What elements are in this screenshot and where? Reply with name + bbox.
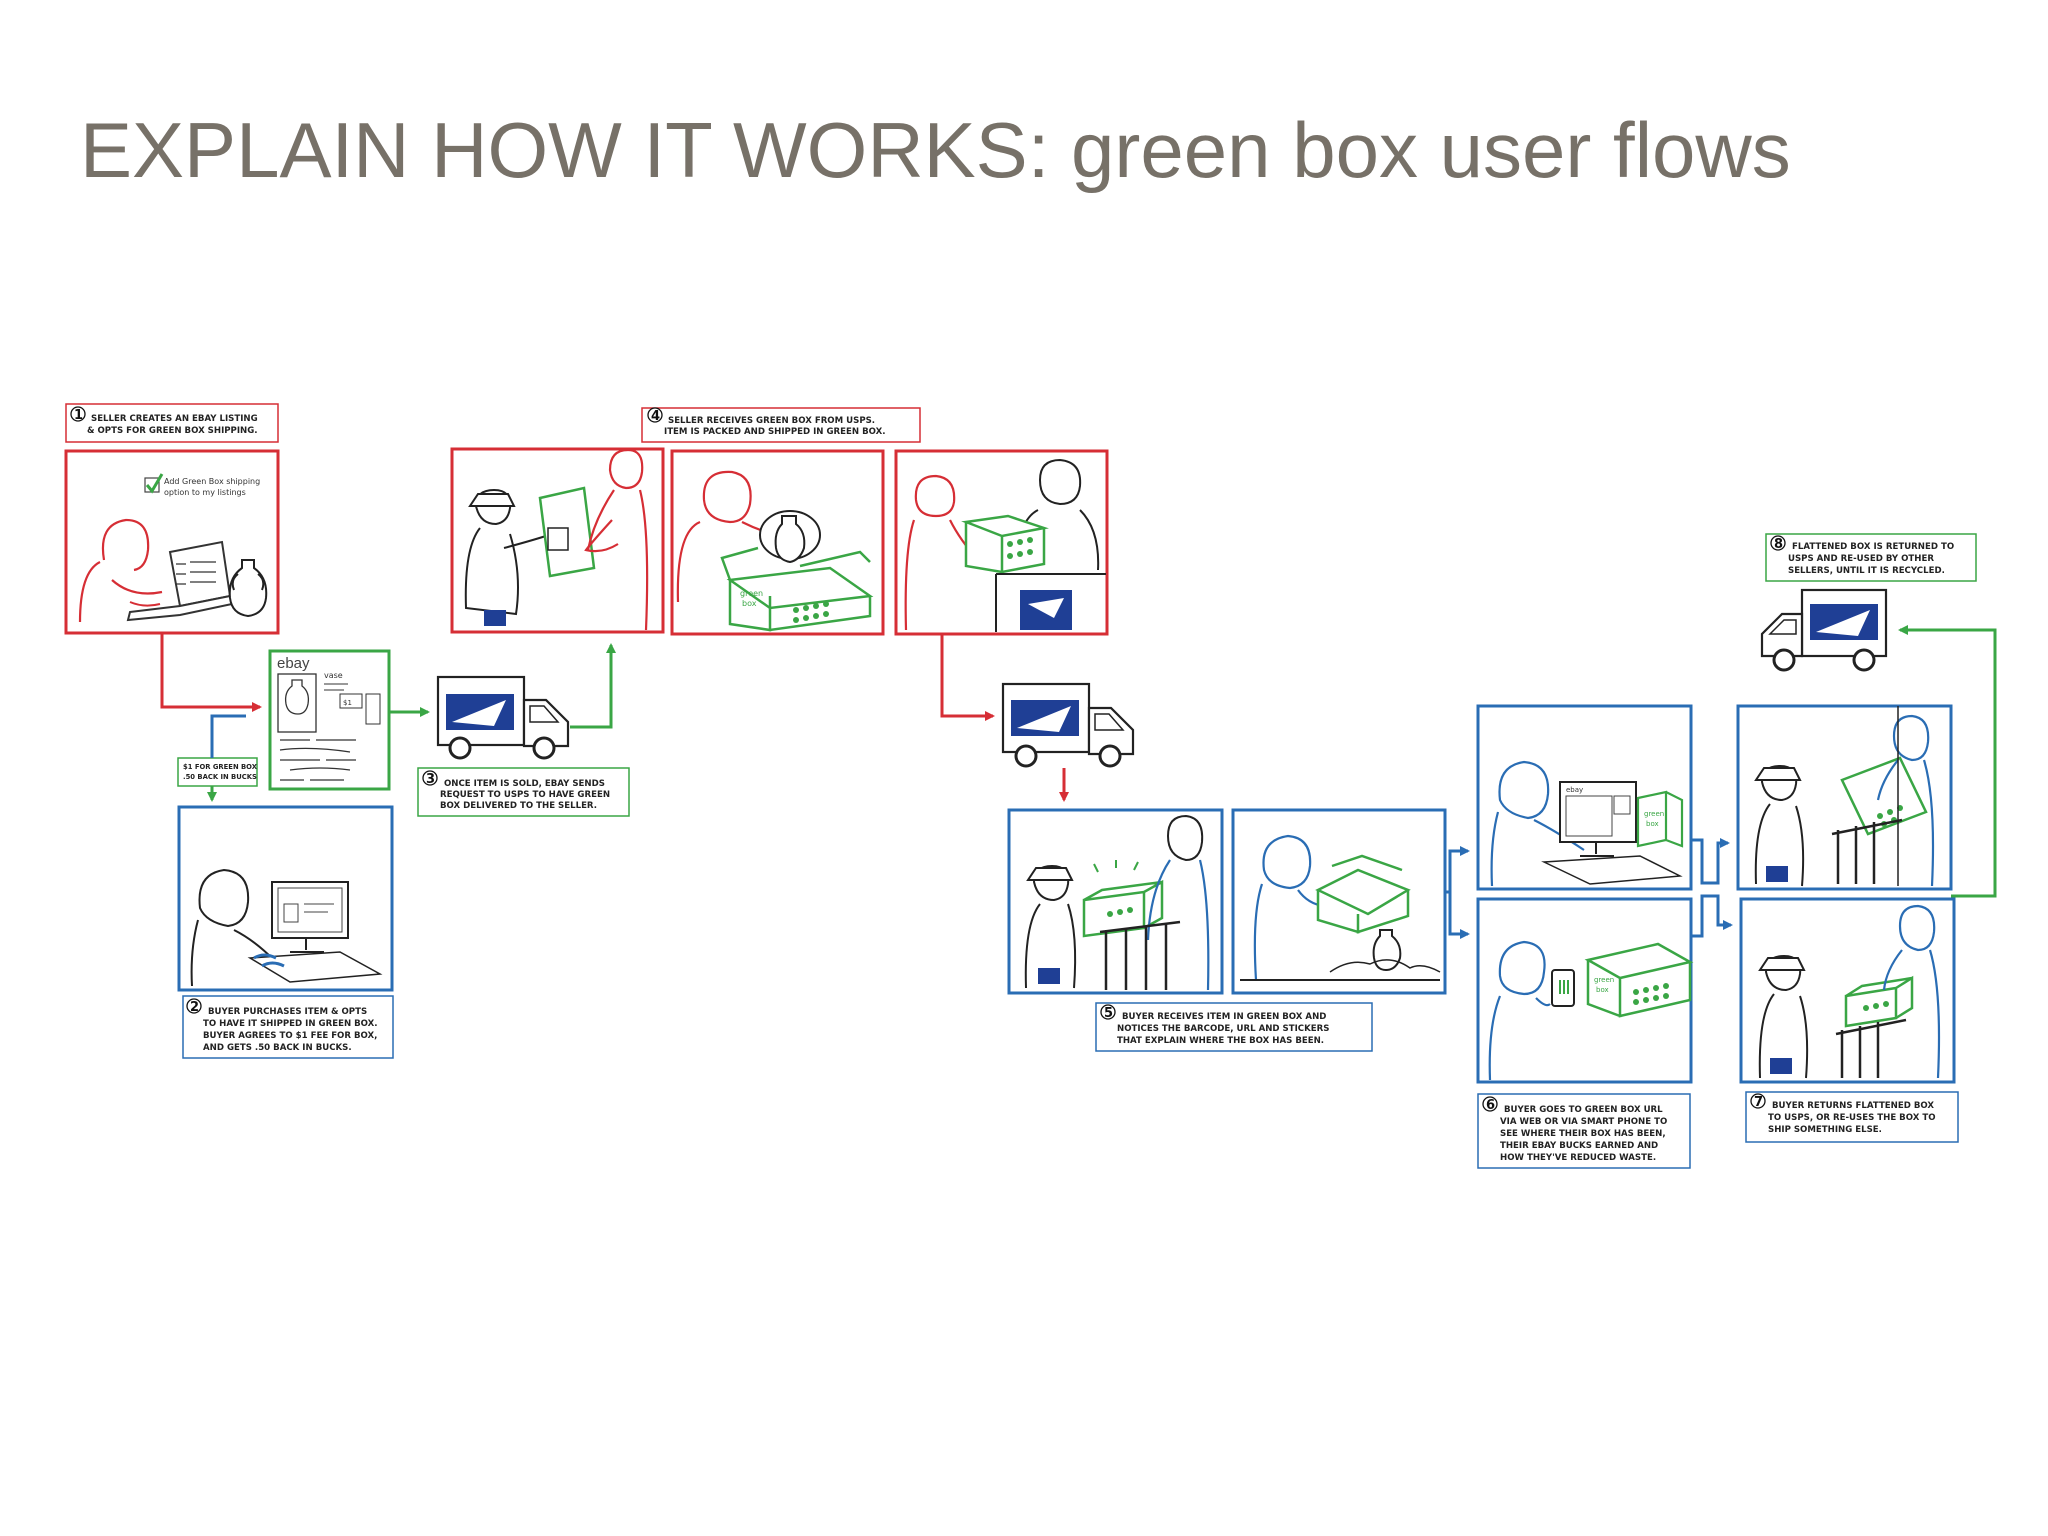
step1-line1: SELLER CREATES AN EBAY LISTING [91, 414, 258, 424]
panel-buyer-opens-box [1231, 808, 1447, 995]
arrow-to-return [1691, 838, 1730, 885]
panel-buyer-reuses-box [1739, 897, 1956, 1084]
step7-line3: SHIP SOMETHING ELSE. [1768, 1125, 1882, 1135]
step8-line2: USPS AND RE-USED BY OTHER [1788, 554, 1934, 564]
step7-number: 7 [1754, 1095, 1763, 1110]
checkbox-label-line2: option to my listings [164, 488, 246, 497]
panel-postman-delivers-box [450, 447, 665, 634]
step7-line1: BUYER RETURNS FLATTENED BOX [1772, 1101, 1934, 1111]
caption-step7: 7 BUYER RETURNS FLATTENED BOX TO USPS, O… [1745, 1091, 1959, 1143]
arrow-ship [940, 634, 995, 721]
vase-label: vase [324, 671, 343, 680]
step5-line2: NOTICES THE BARCODE, URL AND STICKERS [1117, 1024, 1329, 1034]
open-green-box [726, 566, 874, 632]
step1-line2: & OPTS FOR GREEN BOX SHIPPING. [87, 426, 258, 436]
box-side-label-green: green [1644, 810, 1664, 818]
checkbox-label-line1: Add Green Box shipping [164, 477, 260, 486]
step8-line1: FLATTENED BOX IS RETURNED TO [1792, 542, 1954, 552]
page-title: EXPLAIN HOW IT WORKS: green box user flo… [80, 106, 1791, 194]
arrow-to-web [1445, 846, 1470, 894]
check-icon [145, 473, 164, 494]
price-tag: $1 [343, 699, 352, 707]
arrow-recycle [1898, 625, 1997, 898]
ebay-screen-logo: ebay [1566, 786, 1583, 794]
box-label-green: green [740, 589, 763, 598]
arrow-to-phone [1448, 892, 1470, 939]
step8-line3: SELLERS, UNTIL IT IS RECYCLED. [1788, 566, 1945, 576]
panel-seller-laptop: Add Green Box shipping option to my list… [64, 449, 280, 635]
step2-line1: BUYER PURCHASES ITEM & OPTS [208, 1007, 367, 1017]
box-label-box: box [742, 599, 757, 608]
caption-step8: 8 FLATTENED BOX IS RETURNED TO USPS AND … [1765, 533, 1977, 582]
arrow-to-reuse [1691, 894, 1733, 938]
step4-number: 4 [651, 409, 660, 424]
panel-seller-ships-box [894, 449, 1109, 636]
step4-line2: ITEM IS PACKED AND SHIPPED IN GREEN BOX. [664, 427, 886, 437]
step3-line3: BOX DELIVERED TO THE SELLER. [440, 801, 597, 811]
step6-line2: VIA WEB OR VIA SMART PHONE TO [1500, 1117, 1667, 1127]
step4-line1: SELLER RECEIVES GREEN BOX FROM USPS. [668, 416, 875, 426]
usps-truck-2 [1001, 682, 1135, 768]
step6-line4: THEIR EBAY BUCKS EARNED AND [1500, 1141, 1658, 1151]
arrow-listing [160, 633, 262, 712]
step6-line1: BUYER GOES TO GREEN BOX URL [1504, 1105, 1663, 1115]
step2-line3: BUYER AGREES TO $1 FEE FOR BOX, [203, 1031, 377, 1041]
panel-buyer-returns-flat-box [1736, 704, 1953, 891]
panel-buyer-receives-box [1007, 808, 1224, 995]
step3-line1: ONCE ITEM IS SOLD, EBAY SENDS [444, 779, 605, 789]
panel-buyer-visits-url-phone: green box [1476, 897, 1694, 1084]
usps-truck-3 [1760, 588, 1888, 672]
box-side-label-box: box [1646, 820, 1659, 828]
step5-number: 5 [1104, 1006, 1113, 1021]
panel-ebay-listing: ebay vase $1 [268, 649, 391, 791]
fee-line1: $1 FOR GREEN BOX [183, 763, 258, 771]
step6-line3: SEE WHERE THEIR BOX HAS BEEN, [1500, 1129, 1666, 1139]
panel-buyer-purchases [177, 805, 394, 992]
caption-fee: $1 FOR GREEN BOX .50 BACK IN BUCKS [177, 757, 258, 787]
step2-number: 2 [190, 1000, 199, 1015]
caption-step6: 6 BUYER GOES TO GREEN BOX URL VIA WEB OR… [1477, 1093, 1691, 1169]
arrow-to-seller [570, 643, 616, 729]
panel-seller-packs-item: green box [670, 449, 885, 636]
step2-line4: AND GETS .50 BACK IN BUCKS. [203, 1043, 352, 1053]
caption-step4: 4 SELLER RECEIVES GREEN BOX FROM USPS. I… [641, 407, 921, 443]
phone-box-label-box: box [1596, 986, 1609, 994]
panel-buyer-visits-url-web: ebay green box [1476, 704, 1693, 891]
step8-number: 8 [1774, 537, 1783, 552]
flow-arrows [160, 625, 1997, 939]
step5-line1: BUYER RECEIVES ITEM IN GREEN BOX AND [1122, 1012, 1326, 1022]
step3-number: 3 [426, 772, 435, 787]
caption-step2: 2 BUYER PURCHASES ITEM & OPTS TO HAVE IT… [182, 995, 394, 1059]
step6-number: 6 [1486, 1098, 1495, 1113]
caption-step1: 1 SELLER CREATES AN EBAY LISTING & OPTS … [65, 403, 279, 443]
usps-badge [484, 610, 506, 626]
usps-truck-1 [436, 675, 570, 760]
step3-line2: REQUEST TO USPS TO HAVE GREEN [440, 790, 610, 800]
arrow-buyer-branch [210, 714, 246, 758]
fee-line2: .50 BACK IN BUCKS [183, 773, 257, 781]
ebay-logo: ebay [277, 655, 310, 672]
step5-line3: THAT EXPLAIN WHERE THE BOX HAS BEEN. [1117, 1036, 1324, 1046]
caption-step5: 5 BUYER RECEIVES ITEM IN GREEN BOX AND N… [1095, 1002, 1373, 1052]
caption-step3: 3 ONCE ITEM IS SOLD, EBAY SENDS REQUEST … [417, 767, 630, 817]
step7-line2: TO USPS, OR RE-USES THE BOX TO [1768, 1113, 1936, 1123]
phone-box-label-green: green [1594, 976, 1614, 984]
step2-line2: TO HAVE IT SHIPPED IN GREEN BOX. [203, 1019, 378, 1029]
step6-line5: HOW THEY'VE REDUCED WASTE. [1500, 1153, 1656, 1163]
step1-number: 1 [74, 408, 83, 423]
